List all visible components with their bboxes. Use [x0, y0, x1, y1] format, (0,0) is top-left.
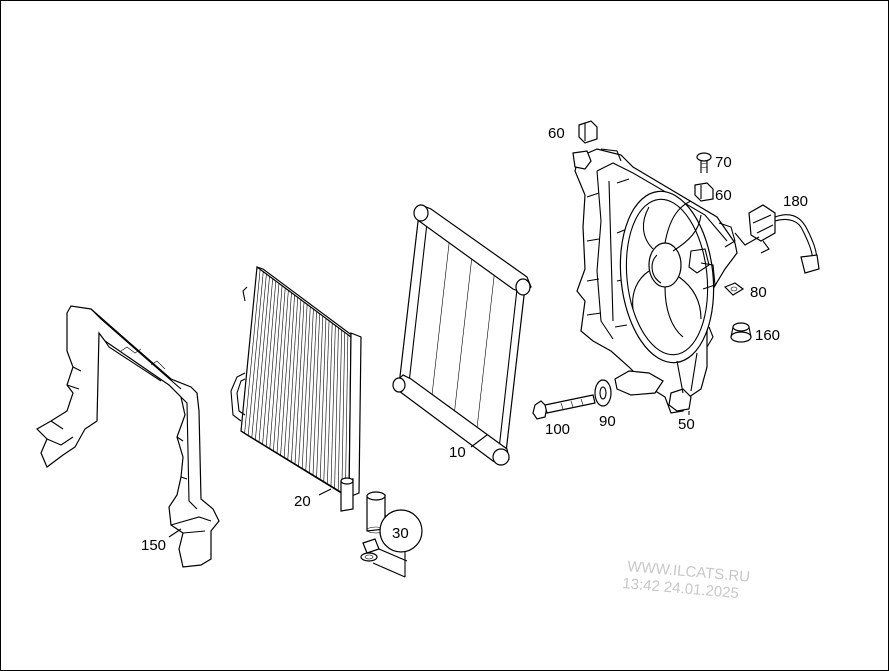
part-screw[interactable]	[696, 152, 712, 173]
callout-60-right[interactable]: 60	[715, 187, 732, 204]
callout-10[interactable]: 10	[449, 444, 466, 461]
callout-labels: 10 20 30 50 60 60 70 80 90 100 150 160 1…	[141, 125, 808, 554]
callout-60-top[interactable]: 60	[548, 125, 565, 142]
callout-180[interactable]: 180	[783, 193, 808, 210]
callout-90[interactable]: 90	[599, 413, 616, 430]
leader-lines	[168, 232, 760, 538]
part-radiator[interactable]	[392, 204, 532, 466]
part-rubber-mount[interactable]	[730, 322, 752, 343]
part-air-guide[interactable]	[36, 305, 220, 568]
part-bolt[interactable]	[532, 394, 596, 420]
part-fan-shroud[interactable]	[572, 148, 738, 414]
callout-circle-30	[379, 509, 423, 553]
callout-80[interactable]: 80	[750, 284, 767, 301]
part-condenser[interactable]	[230, 265, 362, 512]
callout-20[interactable]: 20	[294, 493, 311, 510]
part-wiring-harness[interactable]	[748, 204, 820, 274]
callout-50[interactable]: 50	[678, 416, 695, 433]
callout-30[interactable]: 30	[392, 525, 409, 542]
part-nut[interactable]	[723, 282, 745, 296]
callout-100[interactable]: 100	[545, 421, 570, 438]
callout-70[interactable]: 70	[715, 154, 732, 171]
callout-150[interactable]: 150	[141, 537, 166, 554]
part-receiver-drier[interactable]	[360, 491, 423, 578]
part-grommet[interactable]	[594, 379, 612, 407]
watermark: WWW.ILCATS.RU 13:42 24.01.2025	[622, 558, 751, 602]
part-clip-top[interactable]	[578, 120, 598, 144]
callout-160[interactable]: 160	[755, 327, 780, 344]
part-clip-right[interactable]	[694, 182, 714, 202]
